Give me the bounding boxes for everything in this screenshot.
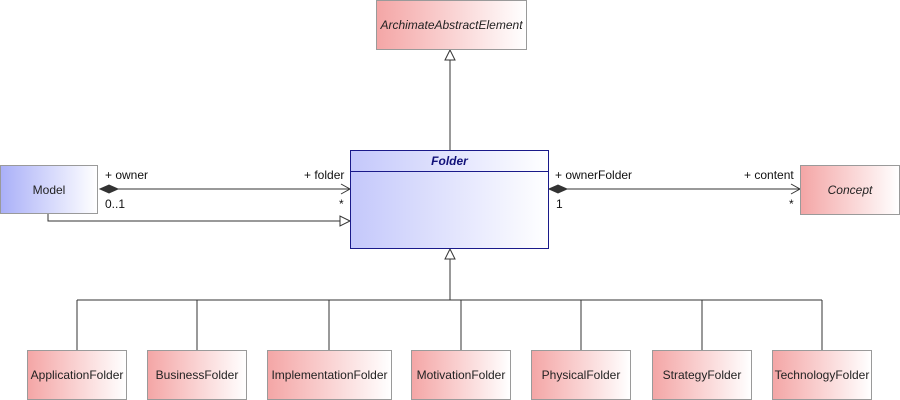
class-name: ArchimateAbstractElement (380, 18, 523, 32)
composition-diamond-folder (547, 184, 569, 194)
generalization-arrow-top (444, 48, 456, 61)
owner-multiplicity-label: 0..1 (105, 197, 126, 211)
generalization-arrow-model (339, 215, 352, 227)
physical-folder-class[interactable]: PhysicalFolder (531, 350, 631, 400)
strategy-folder-class[interactable]: StrategyFolder (652, 350, 752, 400)
class-name: MotivationFolder (416, 368, 506, 382)
folder-multiplicity-label: * (339, 197, 344, 211)
class-name: Model (32, 182, 66, 197)
application-folder-class[interactable]: ApplicationFolder (27, 350, 127, 400)
content-role-label: + content (744, 168, 794, 182)
concept-class[interactable]: Concept (800, 165, 900, 215)
owner-folder-role-label: + ownerFolder (555, 168, 633, 182)
class-name: BusinessFolder (155, 368, 239, 382)
owner-folder-multiplicity-label: 1 (556, 197, 563, 211)
class-name: Concept (827, 183, 873, 197)
class-name: StrategyFolder (662, 368, 742, 382)
owner-role-label: + owner (105, 168, 149, 182)
class-name: TechnologyFolder (774, 368, 870, 382)
folder-class[interactable]: Folder (350, 150, 549, 249)
model-class[interactable]: Model (0, 165, 98, 214)
folder-role-label: + folder (304, 168, 345, 182)
class-name: ApplicationFolder (30, 368, 124, 382)
archimate-abstract-element-class[interactable]: ArchimateAbstractElement (376, 0, 527, 50)
class-name: PhysicalFolder (541, 368, 621, 382)
class-name: Folder (351, 151, 548, 172)
technology-folder-class[interactable]: TechnologyFolder (772, 350, 872, 400)
generalization-model-line (47, 214, 340, 222)
implementation-folder-class[interactable]: ImplementationFolder (267, 350, 392, 400)
content-multiplicity-label: * (789, 197, 794, 211)
business-folder-class[interactable]: BusinessFolder (147, 350, 247, 400)
composition-diamond-model (98, 184, 120, 194)
class-name: ImplementationFolder (271, 368, 388, 382)
motivation-folder-class[interactable]: MotivationFolder (411, 350, 511, 400)
generalization-arrow-folder-bottom (444, 247, 456, 260)
